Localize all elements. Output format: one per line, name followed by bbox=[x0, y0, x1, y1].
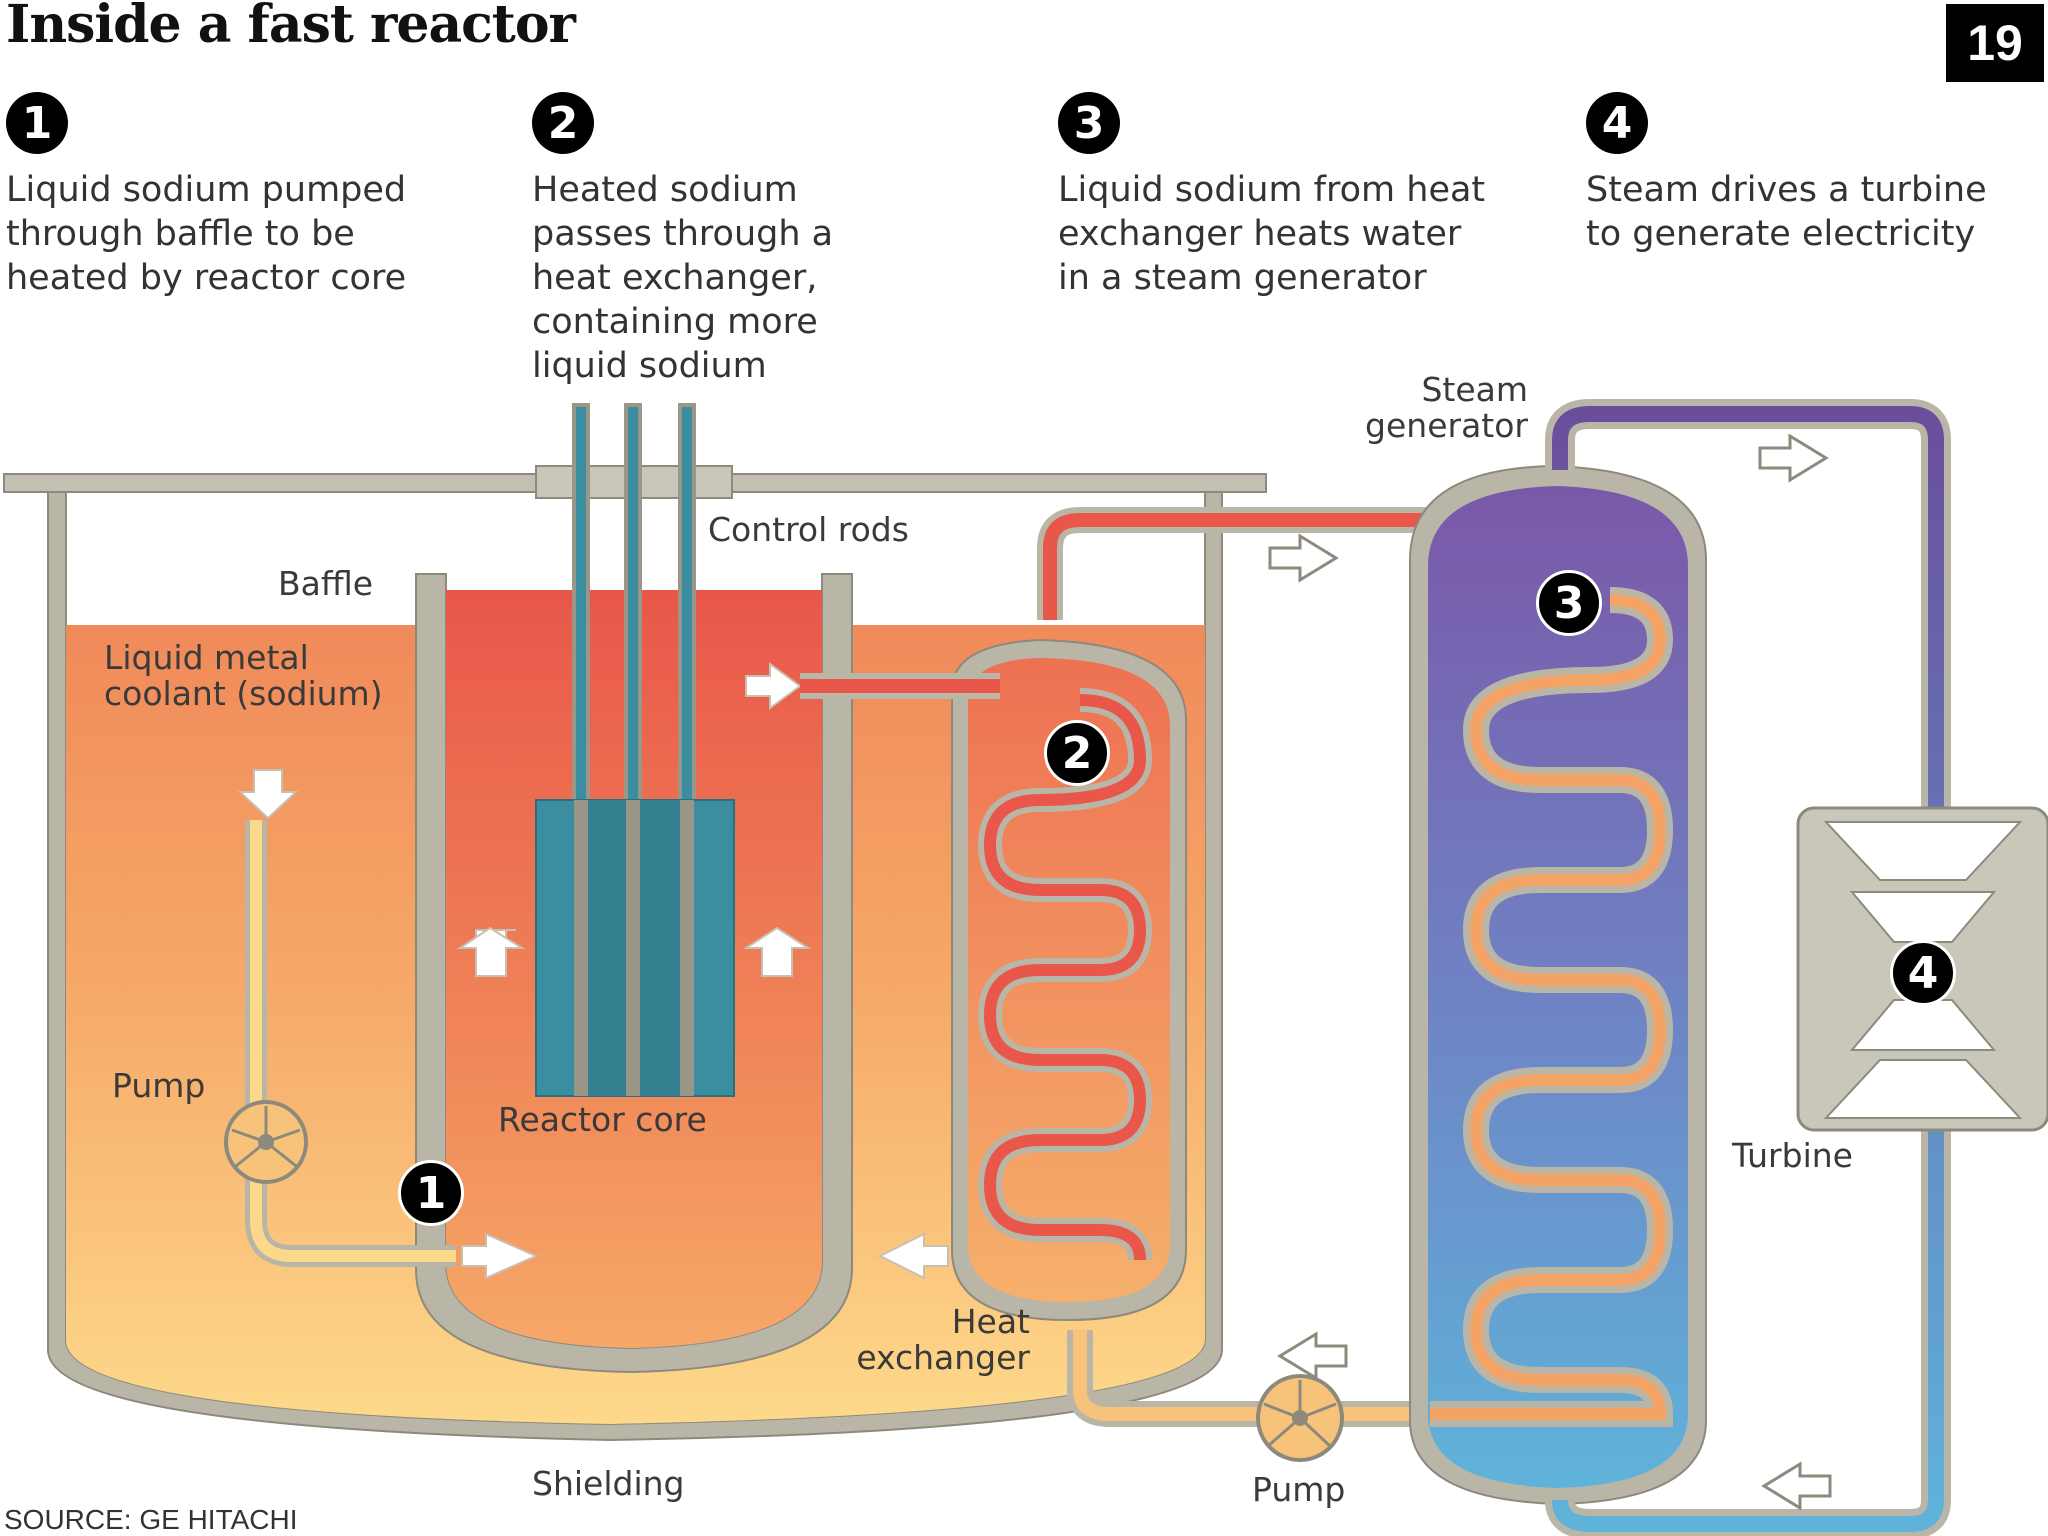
marker-2: 2 bbox=[1044, 720, 1110, 786]
label-baffle: Baffle bbox=[278, 564, 374, 603]
step-2-badge: 2 bbox=[532, 92, 594, 154]
pump-pipe-left bbox=[245, 820, 456, 1267]
step-3-badge: 3 bbox=[1058, 92, 1120, 154]
page-title: Inside a fast reactor bbox=[6, 0, 576, 55]
step-2-text: Heated sodium passes through a heat exch… bbox=[532, 170, 834, 386]
step-1-badge: 1 bbox=[6, 92, 68, 154]
page-number: 19 bbox=[1946, 4, 2044, 82]
step-3-text: Liquid sodium from heat exchanger heats … bbox=[1058, 170, 1486, 298]
label-turbine: Turbine bbox=[1732, 1136, 1853, 1175]
label-control-rods: Control rods bbox=[708, 510, 909, 549]
label-reactor-core: Reactor core bbox=[498, 1100, 707, 1139]
label-pump-bottom: Pump bbox=[1252, 1470, 1346, 1509]
step-1: 1 Liquid sodium pumped through baffle to… bbox=[6, 92, 526, 300]
outline-arrows bbox=[1268, 433, 1832, 1511]
flow-arrows bbox=[237, 662, 949, 1280]
step-2: 2 Heated sodium passes through a heat ex… bbox=[532, 92, 1052, 388]
pump-bottom bbox=[1256, 1374, 1344, 1462]
label-heat-exchanger: Heat exchanger bbox=[856, 1302, 1030, 1377]
label-pump-left: Pump bbox=[112, 1066, 206, 1105]
hx-coil bbox=[977, 688, 1153, 1262]
label-coolant: Liquid metal coolant (sodium) bbox=[104, 638, 383, 713]
steam-loop bbox=[1545, 399, 1951, 1536]
step-4-badge: 4 bbox=[1586, 92, 1648, 154]
step-1-text: Liquid sodium pumped through baffle to b… bbox=[6, 170, 407, 298]
step-3: 3 Liquid sodium from heat exchanger heat… bbox=[1058, 92, 1578, 300]
label-steam-generator: Steam generator bbox=[1365, 370, 1528, 445]
label-shielding: Shielding bbox=[532, 1464, 685, 1503]
marker-3: 3 bbox=[1536, 570, 1602, 636]
reactor-core bbox=[535, 799, 735, 1097]
step-4: 4 Steam drives a turbine to generate ele… bbox=[1586, 92, 2048, 256]
sg-coil bbox=[1430, 587, 1674, 1427]
source-credit: SOURCE: GE HITACHI bbox=[4, 1504, 298, 1535]
marker-4: 4 bbox=[1890, 940, 1956, 1006]
step-4-text: Steam drives a turbine to generate elect… bbox=[1586, 170, 1987, 254]
marker-1: 1 bbox=[398, 1160, 464, 1226]
pump-left bbox=[224, 1100, 308, 1184]
